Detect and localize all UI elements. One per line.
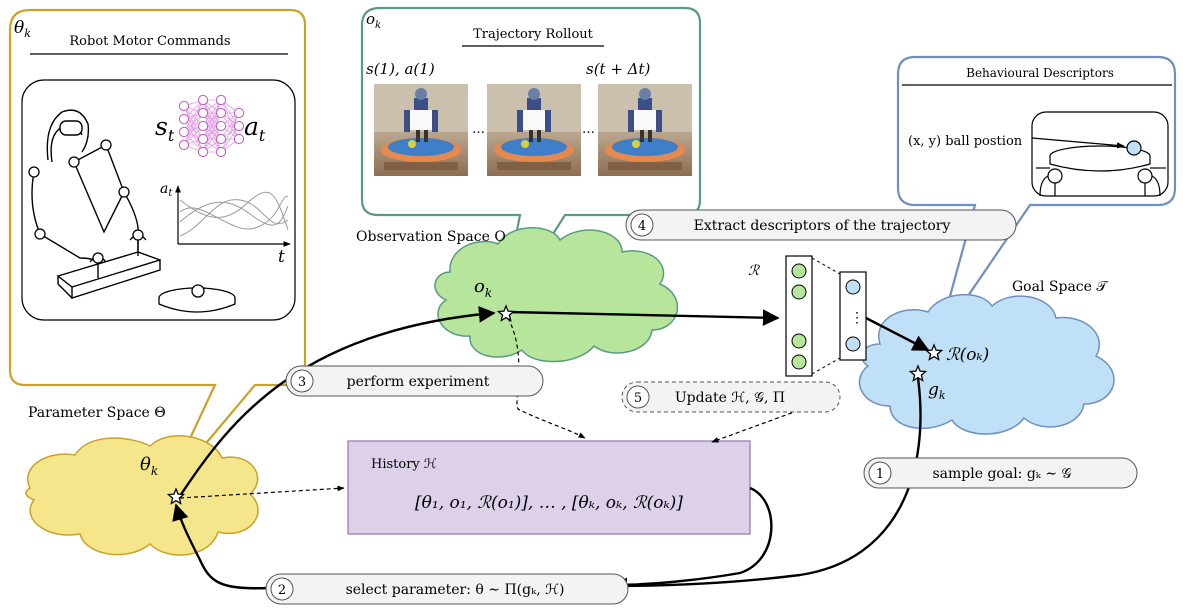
robot-arm-drawing (31, 109, 161, 299)
obs-point-label: ok (474, 276, 492, 300)
trajectory-start-label: s(1), a(1) (366, 60, 435, 78)
trajectory-frame-2 (487, 84, 581, 176)
network-node (197, 133, 209, 145)
turntable-icon (158, 284, 236, 313)
observation-panel-symbol: ok (366, 10, 381, 31)
trajectory-ellipsis-1: … (472, 122, 485, 137)
r-network-label: ℛ (748, 263, 760, 279)
step-3-pill: 3 perform experiment (285, 365, 544, 397)
ball-position-label: (x, y) ball postion (908, 134, 1023, 149)
trajectory-ellipsis-2: … (582, 122, 595, 137)
network-edge (202, 125, 222, 153)
svg-text:1: 1 (876, 467, 884, 482)
network-node (233, 133, 245, 145)
arrow-theta-to-obs (178, 305, 496, 497)
r-obs-point-star (924, 343, 944, 361)
arrow-obs-to-r (507, 309, 780, 327)
r-network-connector-bottom (811, 357, 841, 375)
arrow-history-to-select (613, 486, 773, 587)
descriptor-panel-title: Behavioural Descriptors (966, 66, 1114, 80)
observation-space-cloud (434, 227, 679, 363)
network-edge (220, 125, 240, 153)
network-edge (220, 112, 240, 153)
r-obs-point-label: ℛ(oₖ) (946, 345, 989, 365)
network-node (215, 107, 227, 119)
r-network-connector-top (811, 257, 841, 275)
network-edge (183, 99, 204, 133)
svg-text:3: 3 (298, 375, 306, 390)
ball-marker (1126, 140, 1142, 156)
arrow-theta-to-history (179, 485, 345, 499)
network-node (215, 146, 227, 158)
network-node (215, 94, 227, 106)
observation-space-label: Observation Space O (356, 229, 506, 245)
trajectory-frame-1 (374, 84, 468, 176)
step-1-pill: 1 sample goal: gₖ ∼ 𝒢 (863, 457, 1138, 489)
svg-text:5: 5 (634, 391, 642, 406)
network-node (197, 120, 209, 132)
network-edge (183, 99, 204, 146)
history-title: History ℋ (371, 457, 437, 472)
r-network-ellipsis: ⋮ (850, 310, 864, 326)
obs-point-star (496, 304, 516, 322)
r-network-nodes (791, 263, 861, 370)
network-node (197, 146, 209, 158)
ball-position-arrow (1031, 137, 1125, 149)
arrow-obs-to-history (507, 317, 586, 439)
theta-point-label: θk (140, 454, 158, 478)
network-node (178, 139, 190, 151)
history-box (347, 440, 751, 535)
trajectory-frame-3 (598, 84, 692, 176)
network-node (178, 126, 190, 138)
trajectory-end-label: s(t + Δt) (586, 60, 651, 78)
goal-point-label: gk (928, 380, 946, 402)
step-2-label: select parameter: θ ∼ Π(gₖ, ℋ) (346, 582, 565, 598)
network-node (215, 120, 227, 132)
observation-panel-title: Trajectory Rollout (473, 27, 594, 42)
step-2-pill: 2 select parameter: θ ∼ Π(gₖ, ℋ) (265, 573, 629, 605)
step-4-label: Extract descriptors of the trajectory (694, 218, 951, 234)
parameter-panel-title: Robot Motor Commands (69, 34, 230, 49)
goal-space-cloud (858, 294, 1115, 435)
svg-text:4: 4 (638, 219, 646, 234)
action-plot-y-label: at (160, 181, 173, 199)
network-node (215, 133, 227, 145)
network-edge (202, 99, 222, 153)
network-input-label: st (155, 112, 175, 145)
network-node (233, 120, 245, 132)
network-edge (183, 112, 204, 146)
theta-point-star (166, 487, 186, 505)
step-3-label: perform experiment (347, 374, 490, 390)
arrow-select-to-theta (172, 503, 269, 590)
descriptor-turntable-icon (1036, 145, 1166, 197)
network-edge (220, 112, 240, 140)
network-output-label: at (244, 112, 266, 145)
network-edge (202, 99, 222, 127)
action-plot-x-label: t (278, 247, 285, 267)
action-plot (175, 185, 291, 247)
parameter-space-label: Parameter Space Θ (28, 405, 166, 421)
history-formula: [θ₁, o₁, ℛ(o₁)], … , [θₖ, oₖ, ℛ(oₖ)] (415, 493, 683, 513)
step-4-pill: 4 Extract descriptors of the trajectory (625, 209, 1017, 241)
neural-network-diagram (178, 94, 245, 158)
network-node (197, 94, 209, 106)
network-node (233, 107, 245, 119)
step-5-label: Update ℋ, 𝒢, Π (675, 390, 785, 406)
robot-joints (28, 139, 144, 264)
goal-point-star (908, 364, 928, 382)
arrow-r-to-goal (865, 316, 930, 352)
descriptor-panel-callout (896, 55, 1177, 341)
goal-space-label: Goal Space 𝒯 (1012, 279, 1109, 295)
svg-text:2: 2 (278, 583, 286, 598)
network-node (197, 107, 209, 119)
parameter-panel-symbol: θk (14, 18, 31, 40)
network-edge (202, 99, 222, 140)
step-1-label: sample goal: gₖ ∼ 𝒢 (932, 466, 1071, 482)
arrow-goal-to-select (610, 377, 922, 595)
network-node (178, 113, 190, 125)
network-node (178, 100, 190, 112)
network-edge (202, 112, 222, 153)
step-5-pill: 5 Update ℋ, 𝒢, Π (621, 381, 841, 413)
